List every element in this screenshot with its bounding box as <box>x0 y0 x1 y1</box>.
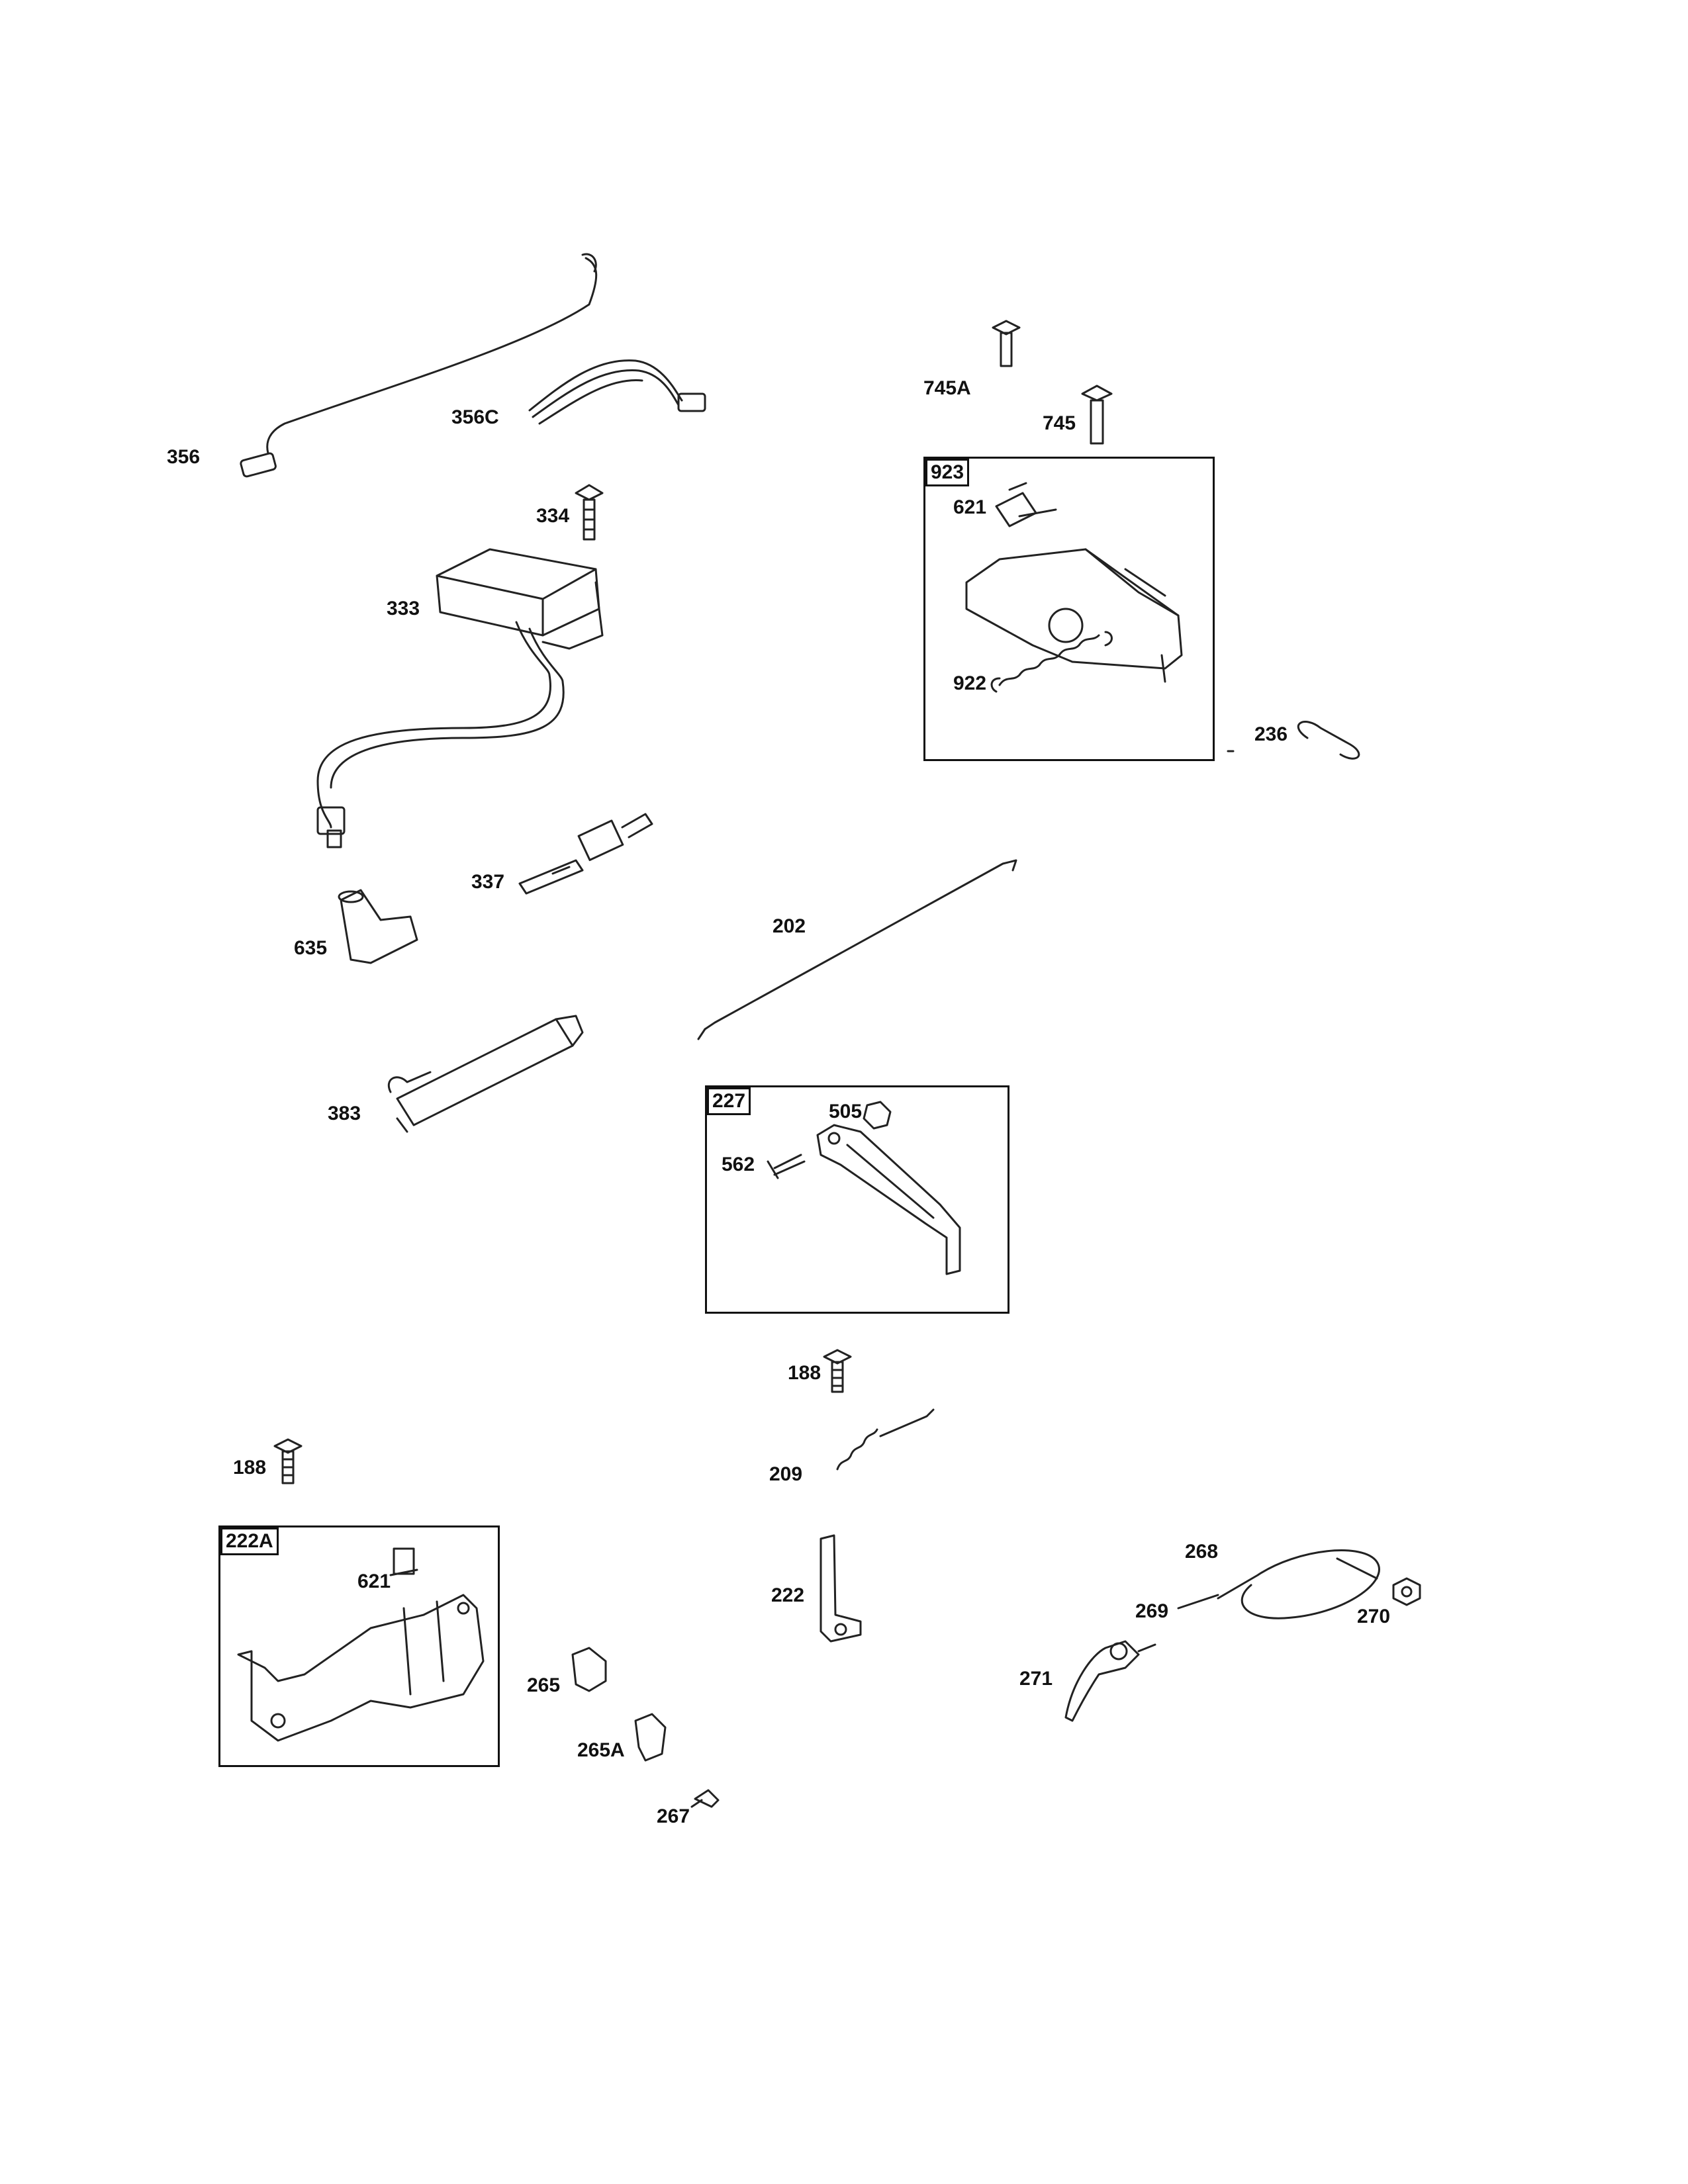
governor-link-202 <box>697 859 1017 1040</box>
plate-265a <box>634 1713 667 1762</box>
part-label-621-kit923: 621 <box>953 496 987 518</box>
part-label-922: 922 <box>953 672 987 694</box>
clip-621-kit222a <box>389 1547 418 1576</box>
spring-209 <box>836 1408 935 1471</box>
part-label-337: 337 <box>471 871 505 893</box>
control-bracket-222a <box>237 1594 485 1742</box>
part-label-202: 202 <box>773 915 806 937</box>
part-label-356c: 356C <box>451 406 499 428</box>
control-bracket-923 <box>965 548 1183 683</box>
part-label-265: 265 <box>527 1674 561 1696</box>
part-label-383: 383 <box>328 1103 361 1124</box>
part-label-222: 222 <box>771 1584 805 1606</box>
part-label-270: 270 <box>1357 1606 1391 1627</box>
screw-745a <box>992 320 1021 367</box>
part-label-265a: 265A <box>577 1739 625 1761</box>
kit-box-222a <box>218 1525 500 1767</box>
screw-188-left <box>273 1438 303 1484</box>
part-label-236: 236 <box>1254 723 1288 745</box>
part-label-209: 209 <box>769 1463 803 1485</box>
part-label-745: 745 <box>1043 412 1076 434</box>
part-label-188-top: 188 <box>788 1362 821 1384</box>
plate-265 <box>571 1647 607 1692</box>
part-label-269: 269 <box>1135 1600 1169 1622</box>
link-236 <box>1297 721 1360 760</box>
nut-505 <box>863 1101 892 1130</box>
clip-621-kit923 <box>995 482 1057 527</box>
part-label-505: 505 <box>829 1101 863 1122</box>
kit-label-227: 227 <box>707 1087 751 1115</box>
part-label-334: 334 <box>536 505 570 527</box>
cable-268 <box>1217 1549 1380 1619</box>
part-label-562: 562 <box>722 1154 755 1175</box>
nut-270 <box>1392 1577 1421 1606</box>
part-label-745a: 745A <box>923 377 971 399</box>
screw-188-top <box>823 1349 852 1393</box>
kit-box-923 <box>923 457 1215 761</box>
part-label-333: 333 <box>387 598 420 619</box>
part-label-268: 268 <box>1185 1541 1219 1563</box>
part-label-188-left: 188 <box>233 1457 267 1479</box>
ignition-coil-333 <box>316 548 604 848</box>
kit-box-227 <box>705 1085 1009 1314</box>
wire-end-269 <box>1177 1594 1219 1610</box>
bracket-222 <box>820 1534 862 1643</box>
lever-271 <box>1064 1640 1156 1722</box>
screw-745 <box>1081 385 1113 445</box>
tool-383 <box>387 1015 584 1133</box>
pin-562 <box>767 1154 806 1179</box>
kit-label-222a: 222A <box>220 1527 279 1555</box>
wire-harness-356c <box>528 359 706 425</box>
spring-922 <box>990 631 1113 693</box>
part-label-271: 271 <box>1019 1668 1053 1690</box>
screw-267 <box>690 1789 720 1808</box>
part-label-356: 356 <box>167 446 201 468</box>
spark-plug-boot-635 <box>338 889 418 964</box>
part-label-621-kit222a: 621 <box>357 1570 391 1592</box>
governor-lever-227 <box>816 1124 961 1275</box>
ground-wire-356 <box>240 253 598 478</box>
screw-334 <box>575 484 604 541</box>
spark-plug-337 <box>518 813 653 895</box>
part-label-635: 635 <box>294 937 328 959</box>
kit-label-923: 923 <box>925 459 970 486</box>
part-label-267: 267 <box>657 1805 690 1827</box>
